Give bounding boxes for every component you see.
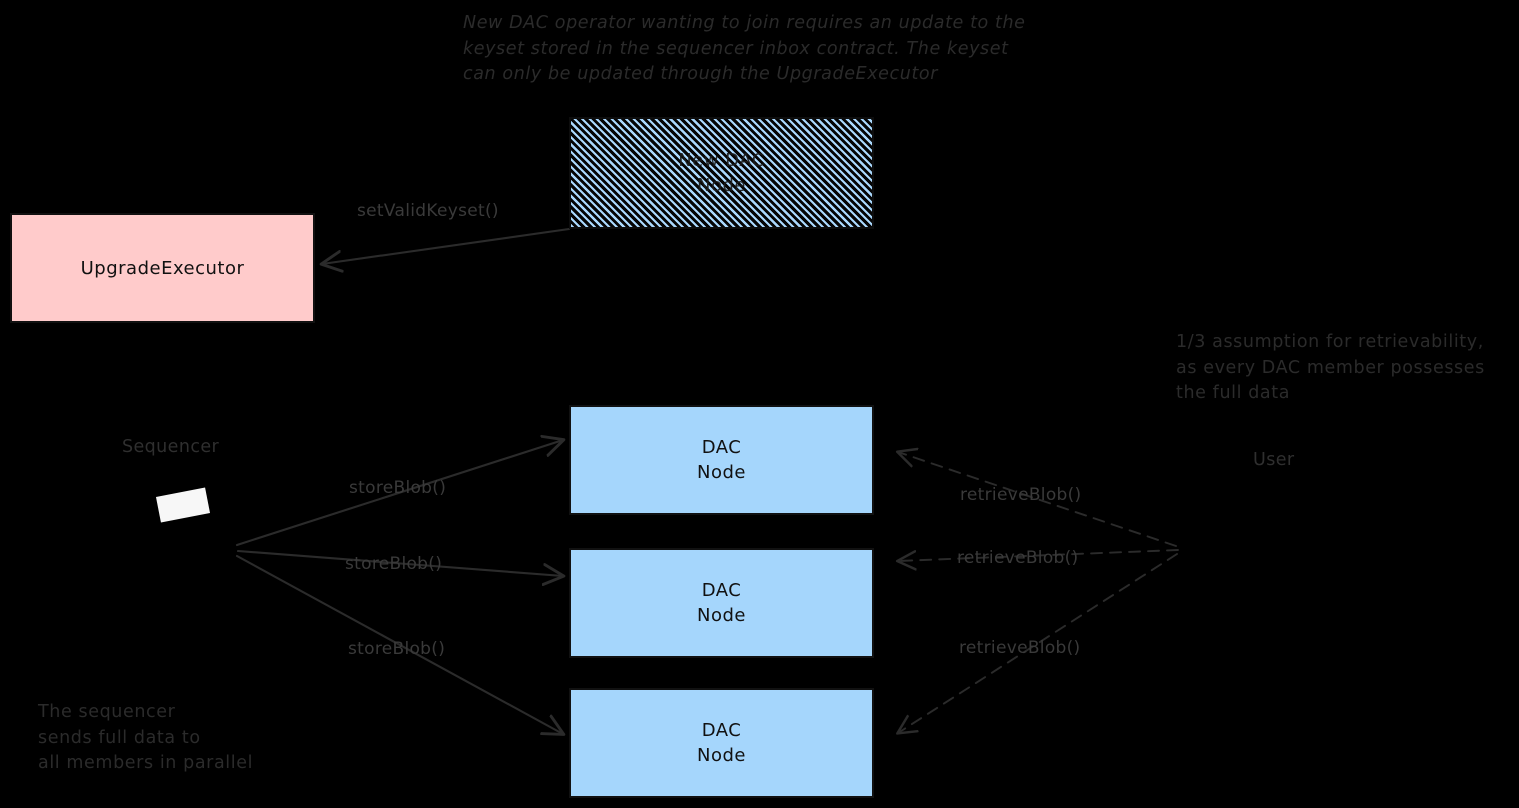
edge-label-retrieve-blob-3: retrieveBlob() (959, 638, 1081, 658)
edge-label-store-blob-3: storeBlob() (348, 639, 446, 659)
annotation-parallel-note: The sequencer sends full data to all mem… (38, 702, 254, 773)
node-sequencer-label: Sequencer (122, 437, 220, 457)
node-dac-node-3-label: DAC Node (697, 720, 746, 766)
node-dac-node-1[interactable]: DAC Node (569, 405, 874, 515)
node-dac-node-2[interactable]: DAC Node (569, 548, 874, 658)
edge-set-valid-keyset (322, 227, 571, 264)
node-upgrade-executor[interactable]: UpgradeExecutor (10, 213, 315, 323)
edge-label-retrieve-blob-1: retrieveBlob() (960, 485, 1082, 505)
edge-label-set-valid-keyset: setValidKeyset() (357, 201, 499, 221)
annotation-keyset-note: New DAC operator wanting to join require… (463, 13, 1026, 84)
node-new-dac-node-label: New DAC Node (678, 150, 765, 196)
sequencer-icon (155, 487, 211, 523)
node-dac-node-2-label: DAC Node (697, 580, 746, 626)
edge-label-store-blob-2: storeBlob() (345, 554, 443, 574)
annotation-retrievability-note: 1/3 assumption for retrievability, as ev… (1176, 332, 1485, 403)
node-user-label: User (1253, 450, 1295, 470)
node-upgrade-executor-label: UpgradeExecutor (80, 257, 245, 279)
node-new-dac-node[interactable]: New DAC Node (569, 117, 874, 229)
node-dac-node-1-label: DAC Node (697, 437, 746, 483)
edge-label-retrieve-blob-2: retrieveBlob() (957, 548, 1079, 568)
edge-label-store-blob-1: storeBlob() (349, 478, 447, 498)
node-dac-node-3[interactable]: DAC Node (569, 688, 874, 798)
